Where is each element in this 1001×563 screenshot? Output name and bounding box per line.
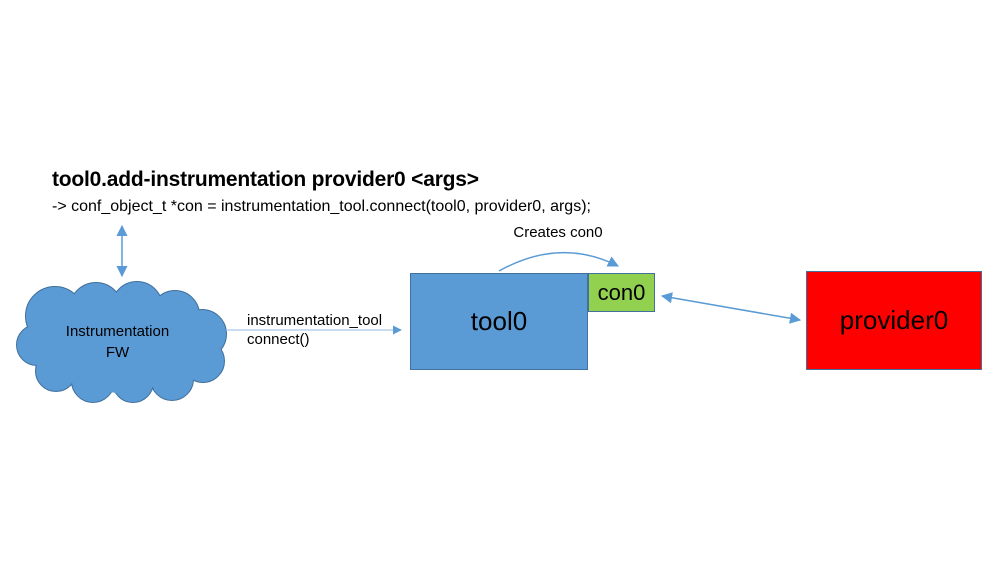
creates-con0-label: Creates con0	[513, 224, 603, 241]
provider0-label: provider0	[839, 305, 949, 335]
tool0-box[interactable]: tool0	[410, 273, 588, 370]
command-title: tool0.add-instrumentation provider0 <arg…	[52, 168, 479, 191]
con0-label: con0	[597, 279, 646, 305]
tool0-label: tool0	[470, 306, 528, 336]
cloud-label-line1: Instrumentation	[65, 323, 170, 340]
creates-con0-arrow[interactable]	[498, 252, 620, 272]
cloud-label: Instrumentation FW	[40, 321, 195, 363]
command-result-line: -> conf_object_t *con = instrumentation_…	[52, 198, 591, 215]
connect-arrow-label-line2: connect()	[247, 331, 310, 348]
provider0-box[interactable]: provider0	[806, 271, 982, 370]
cloud-label-line2: FW	[105, 344, 130, 361]
connect-arrow-label-line1: instrumentation_tool	[247, 312, 383, 329]
con0-provider0-double-arrow[interactable]	[660, 292, 802, 324]
connect-arrow-label: instrumentation_tool connect()	[247, 311, 382, 349]
instrumentation-fw-cloud[interactable]	[16, 281, 227, 403]
con0-box[interactable]: con0	[588, 273, 655, 312]
